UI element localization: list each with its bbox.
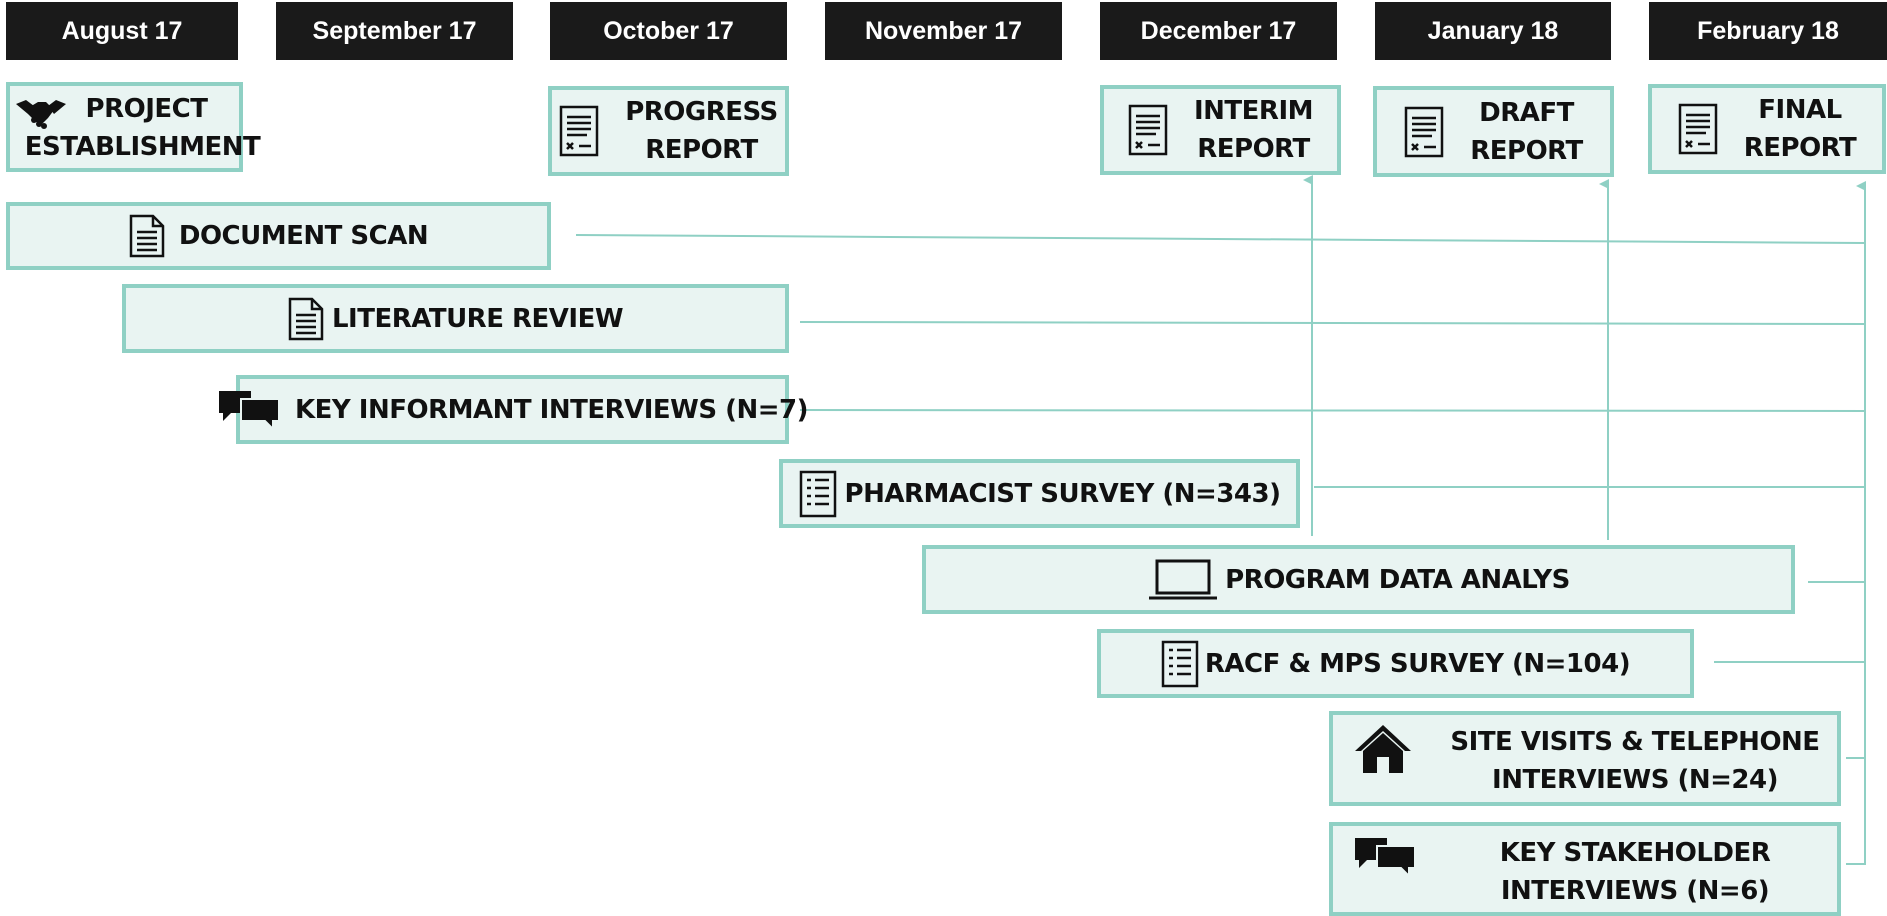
month-header-nov: November 17 (825, 2, 1062, 60)
line-key-informant (799, 409, 1866, 412)
milestone-interim-report: INTERIM REPORT (1100, 85, 1341, 175)
activity-label-line2: INTERVIEWS (N=6) (1500, 876, 1770, 906)
chat-bubbles-icon (217, 389, 281, 431)
report-document-icon (1128, 104, 1168, 156)
milestone-label-line1: FINAL (1758, 95, 1842, 125)
activity-label: KEY INFORMANT INTERVIEWS (N=7) (295, 394, 809, 425)
milestone-progress-report: PROGRESS REPORT (548, 86, 789, 176)
checklist-icon (1161, 640, 1199, 688)
milestone-draft-report: DRAFT REPORT (1373, 86, 1614, 177)
activity-document-scan: DOCUMENT SCAN (6, 202, 551, 270)
report-document-icon (1678, 103, 1718, 155)
month-header-sep: September 17 (276, 2, 513, 60)
activity-key-informant-interviews: KEY INFORMANT INTERVIEWS (N=7) (219, 375, 809, 444)
month-header-oct: October 17 (550, 2, 787, 60)
activity-key-stakeholder-interviews: KEY STAKEHOLDER INTERVIEWS (N=6) (1329, 822, 1841, 916)
activity-label-line1: SITE VISITS & TELEPHONE (1450, 727, 1820, 757)
month-header-aug: August 17 (6, 2, 238, 60)
line-literature-review (799, 321, 1866, 325)
activity-racf-mps-survey: RACF & MPS SURVEY (N=104) (1097, 629, 1694, 698)
report-document-icon (559, 105, 599, 157)
milestone-label-line2: REPORT (1197, 134, 1310, 164)
activity-site-visits-telephone: SITE VISITS & TELEPHONE INTERVIEWS (N=24… (1329, 711, 1841, 806)
house-icon (1353, 723, 1413, 775)
milestone-project-establishment: PROJECT ESTABLISHMENT (6, 82, 261, 172)
month-header-jan: January 18 (1375, 2, 1611, 60)
month-label: January 18 (1427, 16, 1559, 45)
milestone-label-line1: INTERIM (1194, 96, 1314, 126)
month-label: October 17 (603, 16, 734, 45)
milestone-label-line2: REPORT (1743, 133, 1857, 163)
month-header-dec: December 17 (1100, 2, 1337, 60)
activity-label-line2: INTERVIEWS (N=24) (1492, 765, 1778, 795)
activity-pharmacist-survey: PHARMACIST SURVEY (N=343) (779, 459, 1300, 528)
month-header-feb: February 18 (1649, 2, 1887, 60)
checklist-icon (799, 470, 837, 518)
laptop-icon (1147, 558, 1219, 602)
milestone-label-line2: ESTABLISHMENT (24, 132, 261, 162)
activity-program-data-analys: PROGRAM DATA ANALYS (922, 545, 1795, 614)
activity-label: RACF & MPS SURVEY (N=104) (1204, 648, 1631, 679)
month-label: August 17 (61, 16, 183, 45)
document-icon (288, 297, 324, 341)
month-label: September 17 (312, 16, 477, 45)
handshake-icon (14, 94, 68, 134)
activity-label-line1: KEY STAKEHOLDER (1499, 838, 1771, 868)
activity-label: DOCUMENT SCAN (178, 221, 429, 251)
document-icon (129, 214, 165, 258)
milestone-label-line1: DRAFT (1479, 97, 1574, 128)
activity-label: PHARMACIST SURVEY (N=343) (844, 478, 1281, 509)
milestone-label-line1: PROGRESS (625, 97, 778, 127)
line-document-scan (575, 234, 1866, 244)
activity-literature-review: LITERATURE REVIEW (122, 284, 789, 353)
milestone-label-line2: REPORT (1470, 135, 1583, 166)
report-document-icon (1404, 106, 1444, 158)
activity-label: PROGRAM DATA ANALYS (1225, 564, 1570, 595)
milestone-final-report: FINAL REPORT (1648, 84, 1886, 174)
chat-bubbles-icon (1353, 836, 1417, 878)
milestone-label-line1: PROJECT (85, 94, 208, 124)
month-label: December 17 (1140, 16, 1297, 45)
activity-label: LITERATURE REVIEW (331, 303, 624, 334)
milestone-label-line2: REPORT (645, 135, 758, 165)
month-label: February 18 (1697, 16, 1839, 45)
month-label: November 17 (864, 16, 1023, 45)
